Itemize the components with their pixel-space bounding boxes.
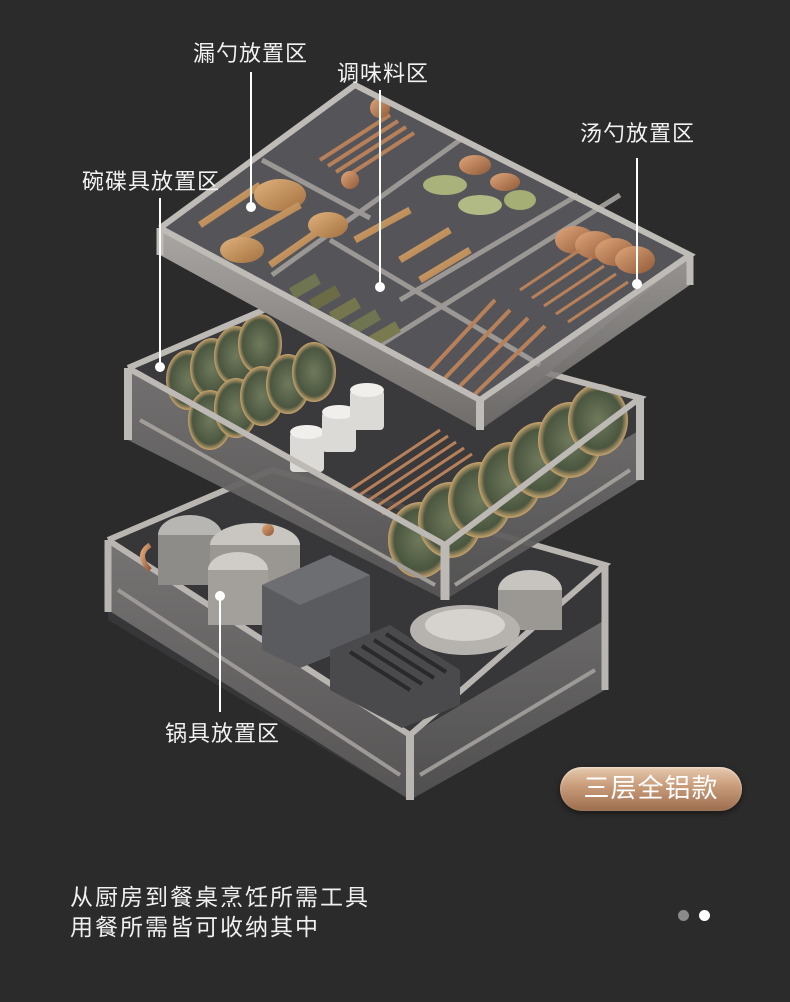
label-pot-zone: 锅具放置区	[165, 722, 281, 747]
label-seasoning-zone: 调味料区	[337, 62, 430, 87]
plate-stack-right	[388, 384, 628, 578]
carousel-dot-2[interactable]	[699, 910, 710, 921]
small-dishes	[423, 155, 536, 215]
caption-line-1: 从厨房到餐桌烹饪所需工具	[70, 885, 370, 911]
spice-jars	[289, 273, 401, 347]
label-soup-spoon-zone: 汤勺放置区	[580, 122, 696, 147]
callout-lines	[155, 72, 642, 712]
carousel-dot-1[interactable]	[678, 910, 689, 921]
label-dish-zone: 碗碟具放置区	[82, 170, 221, 195]
carousel-indicator	[678, 906, 720, 925]
soup-spoons	[555, 226, 655, 274]
top-drawer	[156, 81, 696, 430]
three-tier-aluminum-badge: 三层全铝款	[560, 767, 742, 811]
label-ladle-zone: 漏勺放置区	[193, 42, 309, 67]
caption-line-2: 用餐所需皆可收纳其中	[70, 915, 320, 941]
